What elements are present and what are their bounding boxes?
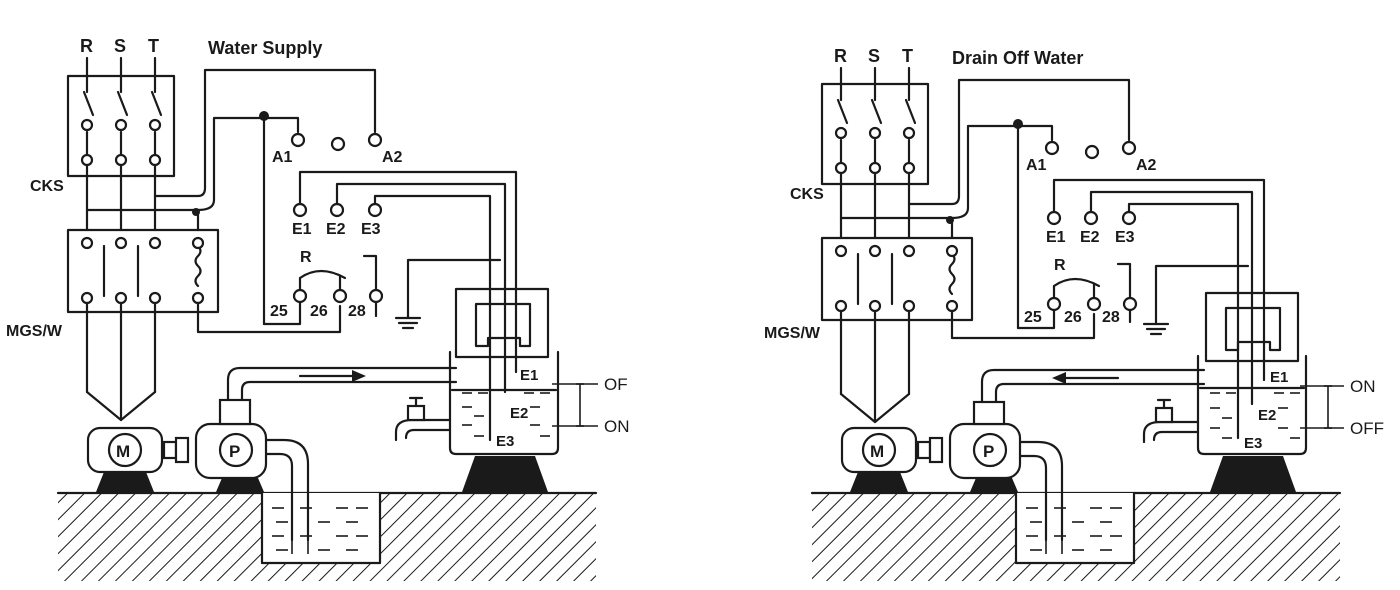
- terminal-e2-label: E2: [326, 221, 346, 238]
- relay-terminal-28: 28: [1102, 309, 1120, 326]
- relay-terminal-25: 25: [1024, 309, 1042, 326]
- electrode-e1-label: E1: [520, 367, 538, 384]
- pump-icon: [948, 400, 1022, 492]
- phase-t-label: T: [902, 46, 913, 66]
- terminal-a1-label: A1: [1026, 157, 1047, 174]
- electrode-e3-label: E3: [496, 433, 514, 450]
- electrode-e2-label: E2: [510, 405, 528, 422]
- mode-title: Drain Off Water: [952, 48, 1083, 68]
- terminal-e3-label: E3: [1115, 229, 1135, 246]
- motor-label: M: [116, 442, 130, 461]
- relay-label: R: [300, 249, 312, 266]
- terminal-e1-label: E1: [1046, 229, 1066, 246]
- faucet-icon: [1142, 398, 1200, 444]
- relay-terminal-25: 25: [270, 303, 288, 320]
- pump-label: P: [229, 442, 240, 461]
- terminal-e1-label: E1: [292, 221, 312, 238]
- terminal-a2-label: A2: [1136, 157, 1157, 174]
- pump-icon: [194, 398, 268, 492]
- level-bottom-label: ON: [604, 417, 630, 436]
- terminal-a2-label: A2: [382, 149, 403, 166]
- electrode-e1-label: E1: [1270, 369, 1288, 386]
- sump-pit: [1014, 491, 1136, 565]
- level-top-label: OF: [604, 375, 628, 394]
- sump-pit: [260, 491, 382, 565]
- pipe: [980, 368, 1206, 542]
- panel-water-supply: R S T Water Supply CKS: [6, 36, 630, 581]
- electrode-e2-label: E2: [1258, 407, 1276, 424]
- flow-arrow-icon: [1052, 372, 1120, 384]
- contactor-label: MGS/W: [764, 325, 821, 342]
- motor-icon: [840, 426, 944, 492]
- water-tank: [1196, 291, 1308, 492]
- relay-terminal-28: 28: [348, 303, 366, 320]
- breaker-label: CKS: [30, 178, 64, 195]
- pump-label: P: [983, 442, 994, 461]
- level-bottom-label: OFF: [1350, 419, 1384, 438]
- motor-label: M: [870, 442, 884, 461]
- relay-label: R: [1054, 257, 1066, 274]
- level-top-label: ON: [1350, 377, 1376, 396]
- phase-r-label: R: [834, 46, 847, 66]
- breaker-label: CKS: [790, 186, 824, 203]
- magnetic-contactor: [820, 236, 974, 322]
- flow-arrow-icon: [298, 370, 366, 382]
- phase-t-label: T: [148, 36, 159, 56]
- terminal-a1-label: A1: [272, 149, 293, 166]
- contactor-label: MGS/W: [6, 323, 63, 340]
- pipe: [226, 366, 458, 542]
- phase-s-label: S: [868, 46, 880, 66]
- magnetic-contactor: [66, 228, 220, 314]
- phase-r-label: R: [80, 36, 93, 56]
- relay-terminal-26: 26: [310, 303, 328, 320]
- terminal-e3-label: E3: [361, 221, 381, 238]
- relay-terminal-26: 26: [1064, 309, 1082, 326]
- circuit-breaker-cks: [66, 56, 176, 178]
- terminal-e2-label: E2: [1080, 229, 1100, 246]
- mode-title: Water Supply: [208, 38, 322, 58]
- motor-icon: [86, 426, 190, 492]
- faucet-icon: [394, 396, 452, 442]
- level-controller: [1016, 122, 1266, 440]
- phase-s-label: S: [114, 36, 126, 56]
- water-tank: [448, 287, 560, 492]
- panel-drain-off-water: R S T Drain Off Water CKS: [764, 46, 1384, 581]
- circuit-breaker-cks: [820, 66, 930, 186]
- electrode-e3-label: E3: [1244, 435, 1262, 452]
